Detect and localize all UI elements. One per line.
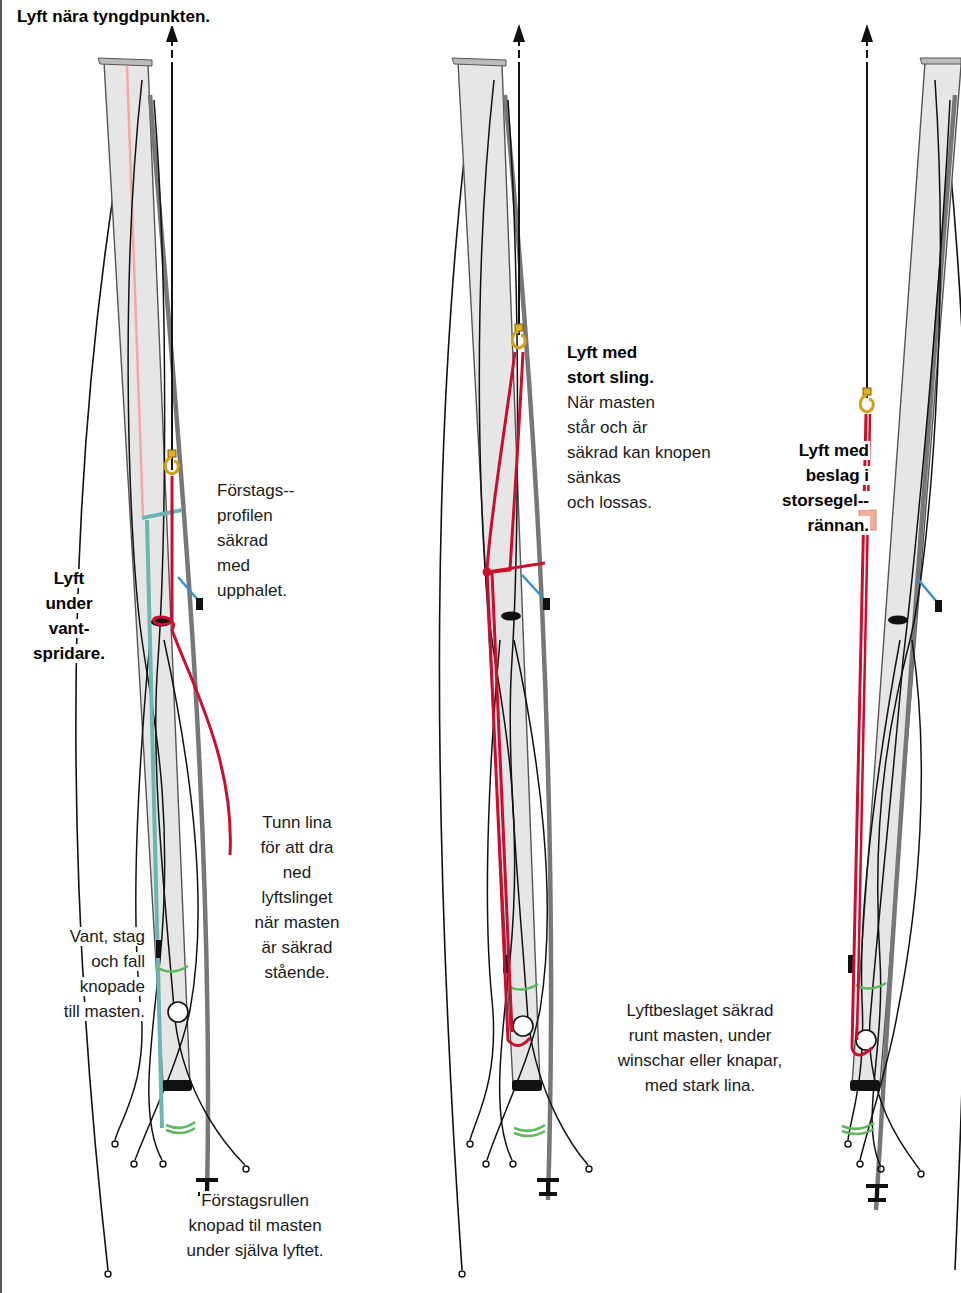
mast-three [842, 24, 961, 1270]
callout-label: Förstags-- profilen säkrad med upphalet. [216, 478, 356, 603]
callout-label: Tunn lina för att dra ned lyftslinget nä… [212, 810, 382, 985]
callout-label: Vant, stag och fall knopade till masten. [8, 924, 146, 1024]
callout-label: Lyft med stort sling. [566, 340, 726, 390]
callout-label: Lyft med beslag i storsegel-- rännan. [730, 438, 870, 538]
callout-label: När masten står och är säkrad kan knopen… [566, 390, 726, 515]
callout-label: Lyftbeslaget säkrad runt masten, under w… [555, 998, 845, 1098]
callout-label: Förstagsrullen knopad til masten under s… [125, 1188, 385, 1263]
mast-two [439, 24, 592, 1277]
page-frame [0, 0, 2, 1293]
callout-label: Lyft under vant- spridare. [24, 566, 114, 666]
page-title: Lyft nära tyngdpunkten. [16, 4, 316, 29]
